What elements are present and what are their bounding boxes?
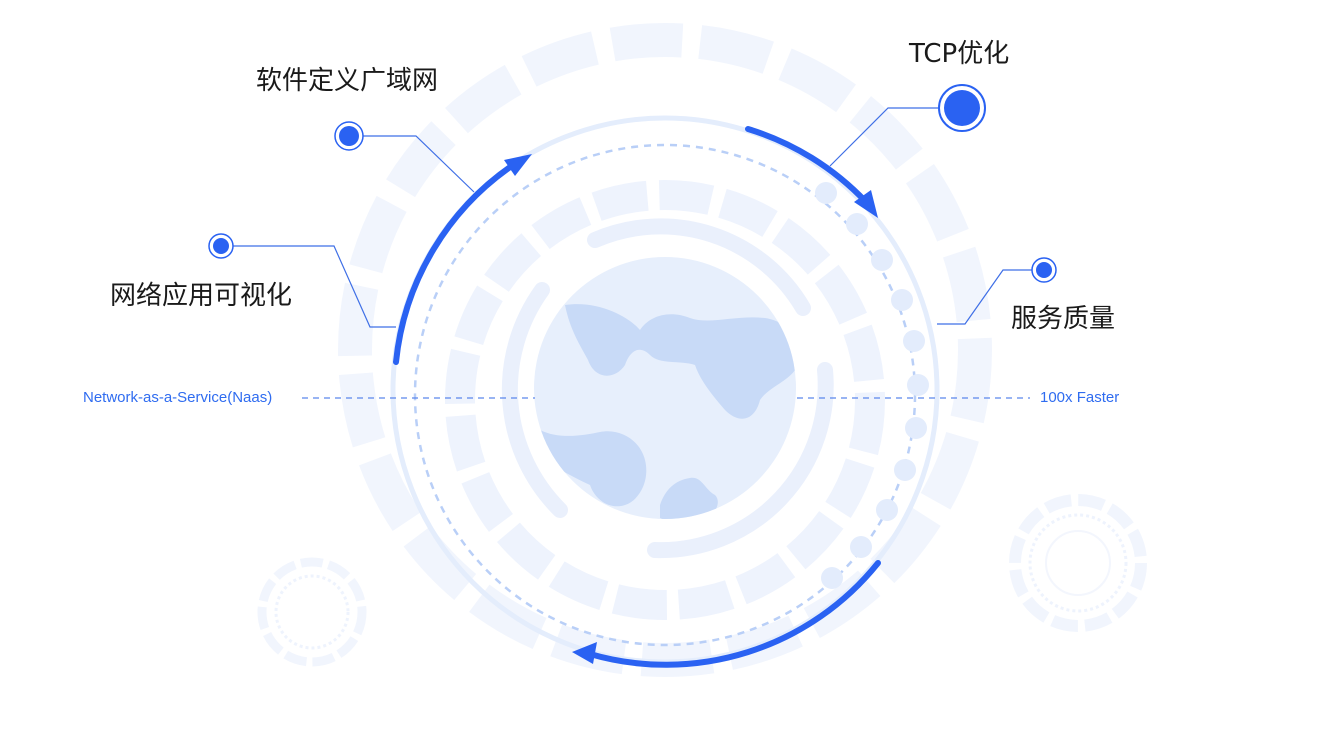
- label-qos: 服务质量: [1011, 304, 1116, 334]
- target-dot-icon: [334, 121, 364, 151]
- globe-icon: [534, 257, 796, 519]
- connector-qos: [937, 269, 1044, 325]
- decor-ring-bottom-left: [257, 557, 367, 667]
- target-dot-icon: [938, 84, 986, 132]
- inner-arc-left: [501, 282, 568, 518]
- decor-ring-bottom-right: [1009, 494, 1147, 632]
- arrow-top-right-arc: [745, 126, 869, 205]
- label-sdwan: 软件定义广域网: [256, 66, 439, 96]
- arrowhead-icon: [572, 642, 597, 664]
- arrow-left-arc: [393, 160, 519, 365]
- inner-arc-right: [647, 362, 834, 559]
- target-dot-icon: [208, 233, 234, 259]
- arrowhead-icon: [504, 154, 532, 176]
- target-dot-icon: [1031, 257, 1057, 283]
- label-naas: Network-as-a-Service(Naas): [83, 389, 273, 406]
- label-tcp-optimization: TCP优化: [909, 39, 1010, 69]
- orbit-dots: [815, 182, 929, 589]
- label-faster: 100x Faster: [1040, 389, 1120, 406]
- arrowhead-icon: [854, 190, 878, 218]
- connector-sdwan: [349, 135, 475, 193]
- arrow-bottom-arc: [587, 560, 881, 668]
- mid-segment-ring: [445, 180, 885, 620]
- connector-tcp: [829, 107, 962, 167]
- connector-app-visibility: [221, 245, 396, 328]
- label-app-visibility: 网络应用可视化: [110, 281, 293, 311]
- inner-arc-top: [587, 218, 811, 316]
